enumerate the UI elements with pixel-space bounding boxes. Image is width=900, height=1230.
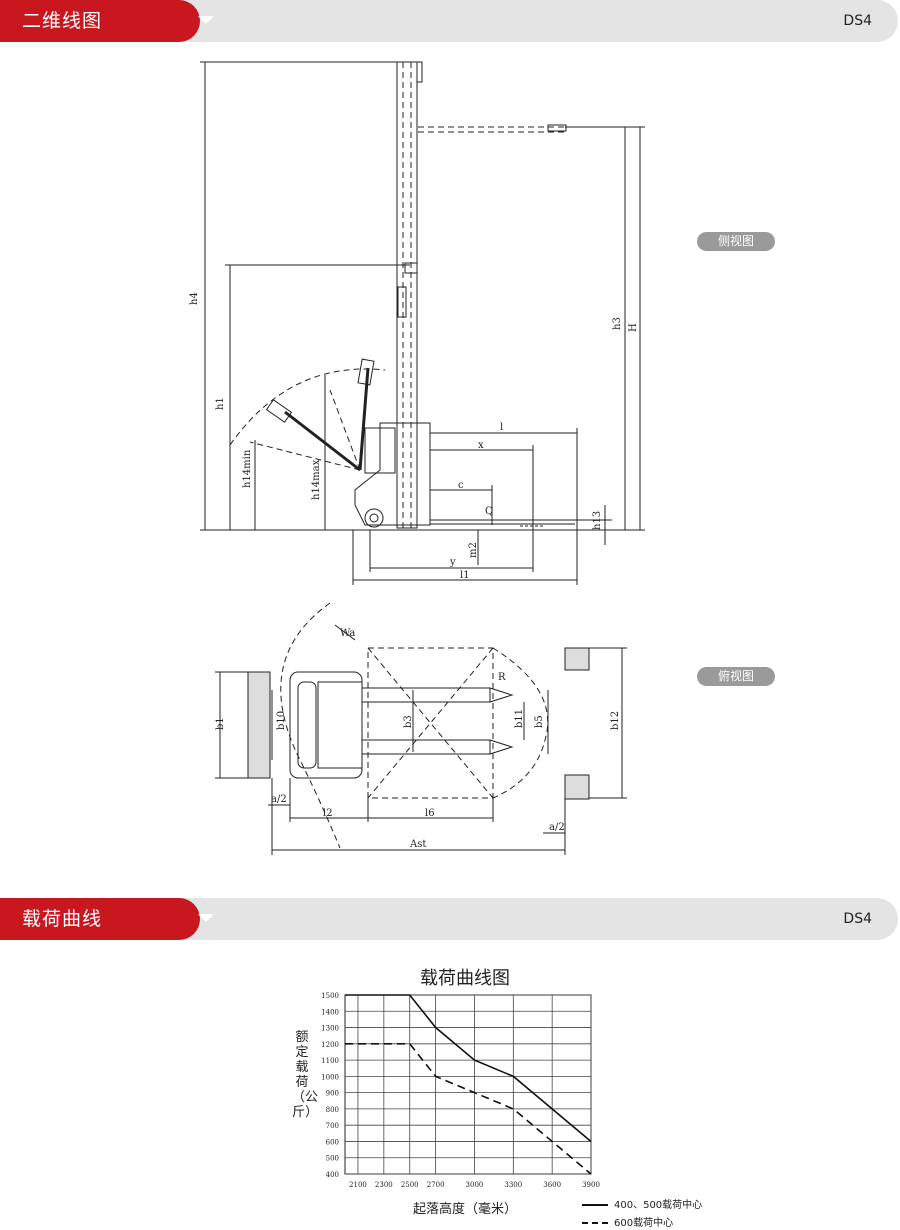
dim-m2: m2 <box>468 542 479 558</box>
top-view-badge: 俯视图 <box>697 667 775 686</box>
y-tick-label: 1500 <box>321 992 339 1000</box>
dim-y: y <box>449 557 456 568</box>
dim-Wa: Wa <box>340 628 355 639</box>
x-tick-label: 3600 <box>543 1181 561 1189</box>
y-tick-label: 1300 <box>321 1025 339 1033</box>
dim-l: l <box>500 422 503 433</box>
section-title: 二维线图 <box>0 0 200 42</box>
dim-h4: h4 <box>189 292 200 305</box>
pallet-stop-right-top <box>564 647 590 671</box>
y-tick-label: 600 <box>326 1138 339 1146</box>
section-header-bar <box>160 0 898 42</box>
legend-item-dashed: 600载荷中心 <box>582 1214 673 1229</box>
model-label: DS4 <box>843 13 872 29</box>
pallet-stop-left <box>247 671 271 779</box>
legend-item-solid: 400、500载荷中心 <box>582 1196 702 1211</box>
truck-body-top <box>289 671 363 779</box>
dim-h1: h1 <box>215 397 226 410</box>
pallet-stop-right-bottom <box>564 774 590 800</box>
dim-b12: b12 <box>610 711 621 730</box>
truck-body <box>354 422 431 526</box>
series-line-400-500 <box>345 994 592 1143</box>
dim-b11: b11 <box>514 709 525 728</box>
dim-Q: Q <box>485 506 493 517</box>
chevron-down-icon[interactable] <box>198 16 214 24</box>
y-tick-label: 500 <box>326 1155 339 1163</box>
dim-b3: b3 <box>403 715 414 728</box>
fork-bottom <box>361 739 491 755</box>
dim-l1: l1 <box>460 570 470 581</box>
x-tick-label: 2700 <box>427 1181 445 1189</box>
dim-a2-left: a/2 <box>271 794 287 805</box>
y-tick-label: 900 <box>326 1090 339 1098</box>
y-tick-label: 1200 <box>321 1041 339 1049</box>
dim-h14min: h14min <box>242 449 253 488</box>
drive-wheel <box>364 508 384 528</box>
x-tick-label: 3000 <box>466 1181 484 1189</box>
load-chart: 2100 2300 2500 2700 3000 3300 3600 3900 400 500 60… <box>321 992 600 1189</box>
section-header-bar <box>160 898 898 940</box>
dim-h13: h13 <box>592 511 603 530</box>
mast-outer <box>396 61 418 529</box>
tiller-lowered <box>284 410 361 472</box>
side-view-badge: 侧视图 <box>697 232 775 251</box>
chart-y-axis-title: 额定载荷（公斤） <box>292 1030 319 1120</box>
section-header-2d-drawing: 二维线图 DS4 <box>0 0 900 42</box>
chart-title: 载荷曲线图 <box>420 968 510 989</box>
dim-R: R <box>498 672 506 683</box>
dim-x: x <box>478 440 484 451</box>
chevron-down-icon[interactable] <box>198 914 214 922</box>
dim-b1: b1 <box>215 717 226 730</box>
dim-b5: b5 <box>534 715 545 728</box>
chart-x-axis-title: 起落高度（毫米） <box>412 1202 517 1217</box>
tiller-upright <box>358 367 370 471</box>
plot-frame <box>344 994 592 1175</box>
x-tick-label: 3300 <box>504 1181 522 1189</box>
x-tick-label: 2500 <box>401 1181 419 1189</box>
tiller-arc <box>229 368 386 446</box>
series-line-600 <box>345 1043 592 1175</box>
dim-Ast: Ast <box>409 839 426 850</box>
fork-top <box>361 687 491 703</box>
dim-l6: l6 <box>425 808 435 819</box>
dim-h3: h3 <box>612 317 623 330</box>
section-title: 载荷曲线 <box>0 898 200 940</box>
y-tick-label: 1400 <box>321 1008 339 1016</box>
dim-a2-right: a/2 <box>549 822 565 833</box>
dim-b10: b10 <box>276 711 287 730</box>
dim-l2: l2 <box>323 808 333 819</box>
x-tick-label: 2300 <box>375 1181 393 1189</box>
y-tick-label: 400 <box>326 1171 339 1179</box>
legend-solid-swatch <box>582 1204 608 1206</box>
legend-dashed-swatch <box>582 1222 608 1224</box>
model-label: DS4 <box>843 911 872 927</box>
x-tick-label: 3900 <box>582 1181 600 1189</box>
dim-c: c <box>458 480 464 491</box>
dim-h14max: h14max <box>311 459 322 500</box>
top-view-drawing: Wa b1 b10 b3 R b11 b5 b12 a/2 l2 l6 a/2 … <box>215 602 627 855</box>
y-tick-label: 800 <box>326 1106 339 1114</box>
section-header-load-curve: 载荷曲线 DS4 <box>0 898 900 940</box>
turning-arc <box>280 602 341 849</box>
y-tick-label: 1100 <box>321 1057 339 1065</box>
y-tick-label: 1000 <box>321 1073 339 1081</box>
pallet-outline <box>367 647 494 799</box>
y-tick-label: 700 <box>326 1122 339 1130</box>
legend-solid-label: 400、500载荷中心 <box>614 1200 703 1211</box>
x-tick-label: 2100 <box>349 1181 367 1189</box>
side-view-drawing: h4 h1 h14min h14max h3 H l x c Q m2 y l1… <box>189 61 645 585</box>
legend-dashed-label: 600载荷中心 <box>614 1218 674 1229</box>
dim-H: H <box>628 323 639 332</box>
